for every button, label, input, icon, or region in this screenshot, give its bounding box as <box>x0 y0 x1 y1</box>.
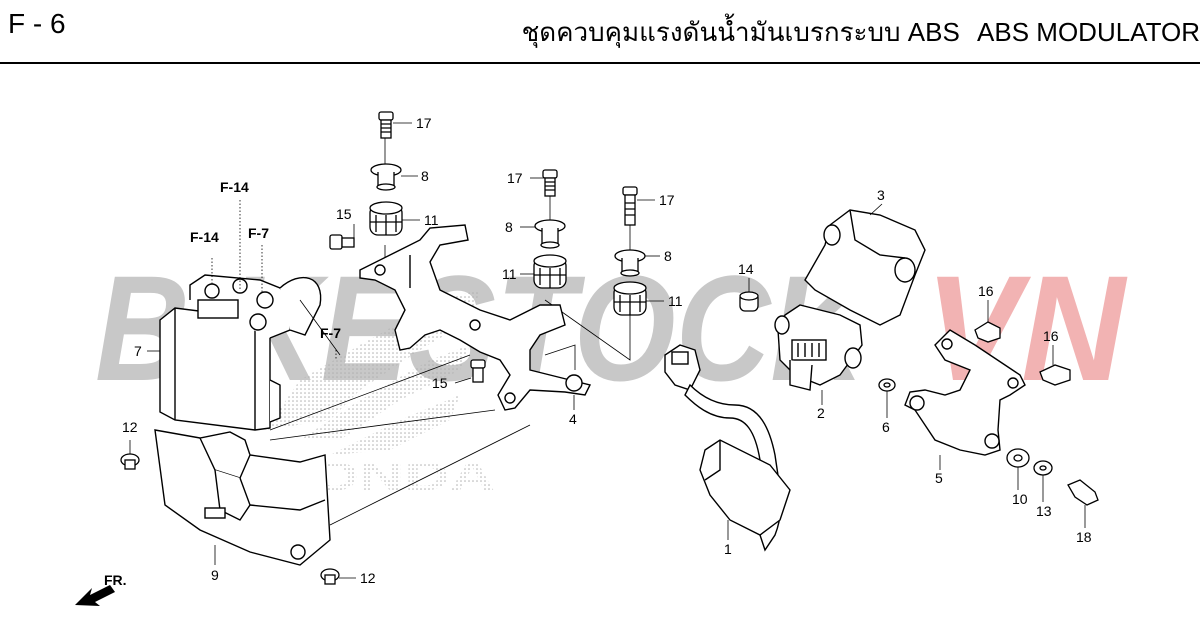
callout-17: 17 <box>659 192 675 208</box>
part-17-bolt-right[interactable] <box>622 186 638 226</box>
part-13-washer[interactable] <box>1033 460 1053 476</box>
callout-11: 11 <box>424 212 439 228</box>
page-title: ชุดควบคุมแรงดันน้ำมันเบรกระบบ ABS ABS MO… <box>512 12 1200 53</box>
callout-13: 13 <box>1036 503 1052 519</box>
part-11-grommet-upper-left[interactable] <box>369 201 403 236</box>
part-16-bolt-lower[interactable] <box>1039 364 1071 386</box>
callout-8: 8 <box>421 168 429 184</box>
part-8-collar-middle[interactable] <box>534 219 566 249</box>
callout-8: 8 <box>664 248 672 264</box>
part-11-grommet-middle[interactable] <box>533 254 567 289</box>
part-15-bolt-lower[interactable] <box>470 359 486 383</box>
callout-12: 12 <box>360 570 376 586</box>
front-direction-indicator: FR. <box>75 572 127 606</box>
part-12-screw-upper[interactable] <box>120 453 140 470</box>
callout-12: 12 <box>122 419 138 435</box>
part-15-bolt-upper[interactable] <box>329 234 355 250</box>
part-8-collar-right[interactable] <box>614 249 646 277</box>
part-10-collar[interactable] <box>1006 448 1030 468</box>
callout-16: 16 <box>1043 328 1059 344</box>
part-18-bolt[interactable] <box>1067 479 1099 506</box>
callout-3: 3 <box>877 187 885 203</box>
part-12-screw-lower[interactable] <box>320 568 340 585</box>
ref-label-f-14: F-14 <box>220 179 249 195</box>
callout-11: 11 <box>502 266 517 282</box>
callout-14: 14 <box>738 261 754 277</box>
title-english: ABS MODULATOR <box>977 17 1200 47</box>
callout-4: 4 <box>569 411 577 427</box>
part-5-sensor-bracket[interactable] <box>904 329 1026 456</box>
callout-18: 18 <box>1076 529 1092 545</box>
parts-diagram: BIKESTOCK VN HONDA <box>75 111 1128 606</box>
part-17-bolt-upper-left[interactable] <box>378 111 394 139</box>
part-4-bracket[interactable] <box>359 224 592 411</box>
callout-7: 7 <box>134 343 142 359</box>
part-6-washer[interactable] <box>878 378 896 392</box>
part-2-acceleration-sensor[interactable] <box>774 304 863 391</box>
callout-5: 5 <box>935 470 943 486</box>
title-thai: ชุดควบคุมแรงดันน้ำมันเบรกระบบ ABS <box>521 17 960 47</box>
callout-2: 2 <box>817 405 825 421</box>
part-9-lower-cover[interactable] <box>154 429 331 566</box>
ref-label-f-7: F-7 <box>320 325 341 341</box>
part-8-collar-upper-left[interactable] <box>370 163 402 191</box>
part-14-rubber-mount[interactable] <box>739 291 759 312</box>
callout-11: 11 <box>668 293 683 309</box>
direction-label: FR. <box>104 572 127 588</box>
callout-15: 15 <box>336 206 352 222</box>
part-17-bolt-middle[interactable] <box>542 169 558 197</box>
callout-6: 6 <box>882 419 890 435</box>
callout-8: 8 <box>505 219 513 235</box>
callout-1: 1 <box>724 541 732 557</box>
part-3-sensor-cover[interactable] <box>804 209 926 326</box>
page-header: F - 6 ชุดควบคุมแรงดันน้ำมันเบรกระบบ ABS … <box>0 0 1200 64</box>
part-1-wire-harness[interactable] <box>664 344 791 552</box>
ref-label-f-7: F-7 <box>248 225 269 241</box>
watermark-accent-text: VN <box>925 244 1128 412</box>
page-code: F - 6 <box>8 8 66 39</box>
ref-label-f-14: F-14 <box>190 229 219 245</box>
callout-10: 10 <box>1012 491 1028 507</box>
callout-9: 9 <box>211 567 219 583</box>
callout-17: 17 <box>416 115 432 131</box>
callout-16: 16 <box>978 283 994 299</box>
callout-15: 15 <box>432 375 448 391</box>
part-11-grommet-right[interactable] <box>613 281 647 316</box>
callout-17: 17 <box>507 170 523 186</box>
part-7-abs-modulator[interactable] <box>159 274 322 431</box>
